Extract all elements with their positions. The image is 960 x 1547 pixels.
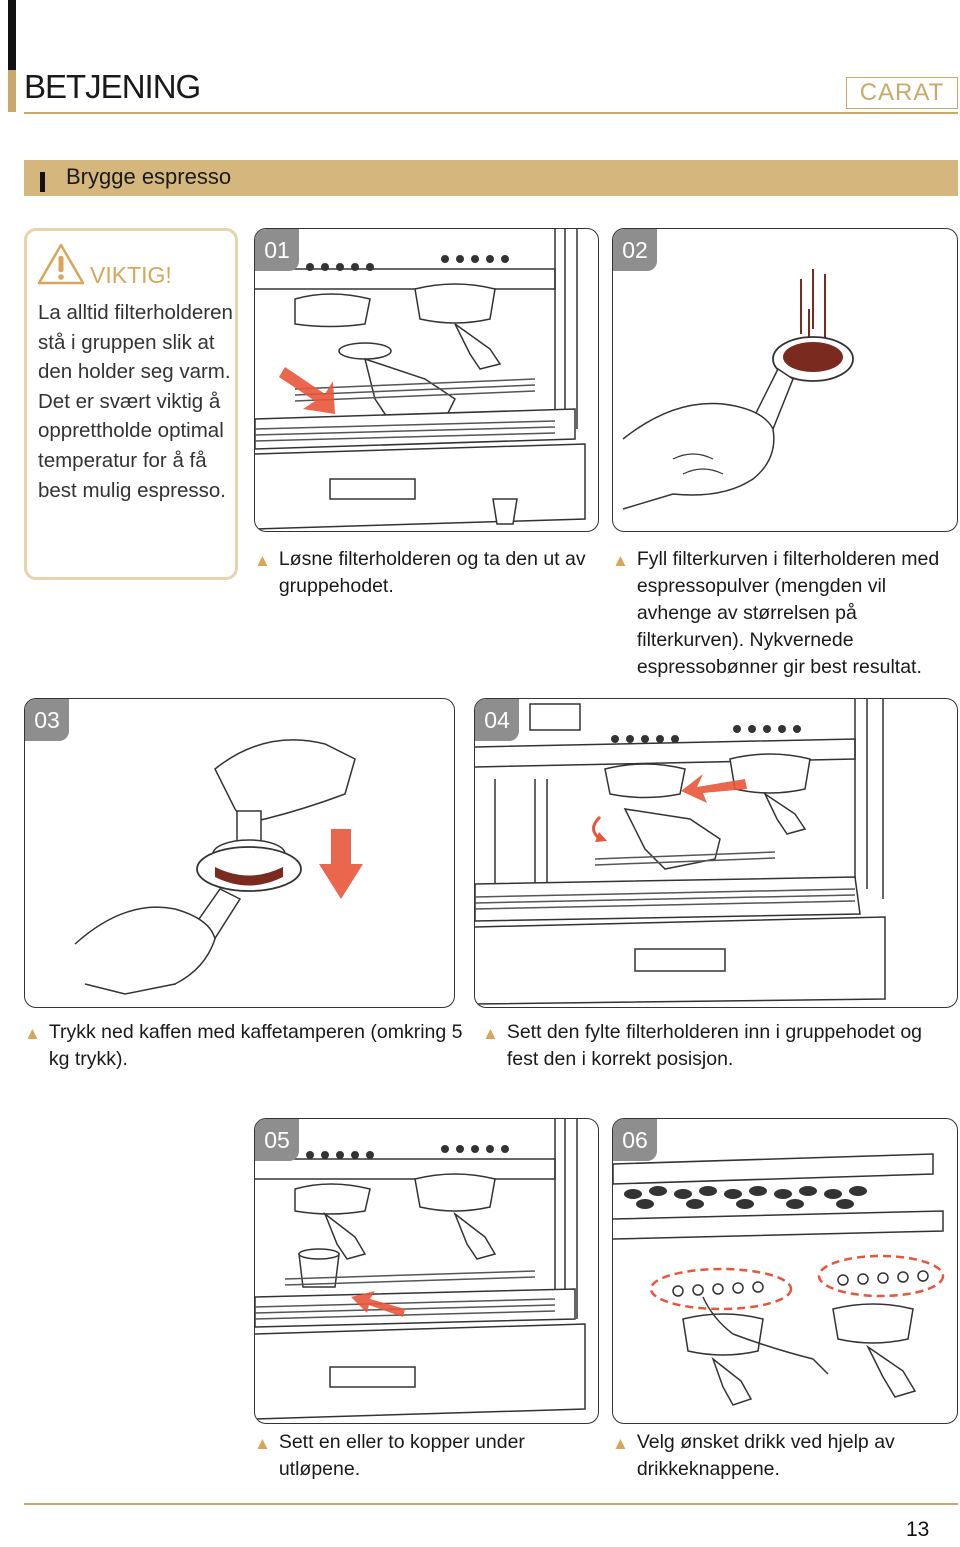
triangle-bullet-icon: ▲ <box>254 551 271 570</box>
step-04-illustration: 04 <box>474 698 958 1008</box>
step-badge: 01 <box>255 229 299 271</box>
cup-placement-illustration <box>255 1119 586 1420</box>
header-bar <box>8 0 16 70</box>
step-badge: 06 <box>613 1119 657 1161</box>
step-02-caption: ▲ Fyll filterkurven i filterholderen med… <box>612 546 958 681</box>
step-02-illustration: 02 <box>612 228 958 532</box>
step-06-illustration: 06 <box>612 1118 958 1424</box>
warning-box <box>24 228 238 580</box>
header-accent <box>8 70 16 112</box>
triangle-bullet-icon: ▲ <box>612 1434 629 1453</box>
step-03-illustration: 03 <box>24 698 455 1008</box>
triangle-bullet-icon: ▲ <box>612 551 629 570</box>
brand-logo: CARAT <box>846 77 958 109</box>
warning-title: VIKTIG! <box>90 262 172 288</box>
inserting-portafilter-illustration <box>475 699 886 1005</box>
section-marker <box>40 172 45 192</box>
step-badge: 04 <box>475 699 519 741</box>
warning-text: La alltid filterholderen stå i gruppen s… <box>38 301 233 502</box>
step-03-caption: ▲ Trykk ned kaffen med kaffetamperen (om… <box>24 1019 464 1073</box>
header-divider <box>24 112 958 114</box>
page-title: BETJENING <box>24 68 201 105</box>
warning-icon <box>37 243 85 285</box>
step-badge: 05 <box>255 1119 299 1161</box>
section-bar <box>24 160 958 196</box>
step-05-caption: ▲ Sett en eller to kopper under utløpene… <box>254 1429 599 1483</box>
step-badge: 02 <box>613 229 657 271</box>
step-06-caption: ▲ Velg ønsket drikk ved hjelp av drikkek… <box>612 1429 958 1483</box>
drink-buttons-illustration <box>613 1153 945 1406</box>
footer-divider <box>24 1503 958 1505</box>
triangle-bullet-icon: ▲ <box>24 1024 41 1043</box>
tamping-illustration <box>74 739 363 995</box>
step-05-illustration: 05 <box>254 1118 599 1424</box>
step-01-illustration: 01 <box>254 228 599 532</box>
step-badge: 03 <box>25 699 69 741</box>
triangle-bullet-icon: ▲ <box>254 1434 271 1453</box>
machine-group-illustration <box>255 229 586 530</box>
filling-portafilter-illustration <box>622 269 854 510</box>
step-04-caption: ▲ Sett den fylte filterholderen inn i gr… <box>482 1019 958 1073</box>
step-01-caption: ▲ Løsne filterholderen og ta den ut av g… <box>254 546 599 600</box>
triangle-bullet-icon: ▲ <box>482 1024 499 1043</box>
section-title: Brygge espresso <box>66 164 232 189</box>
page-number: 13 <box>906 1518 930 1541</box>
